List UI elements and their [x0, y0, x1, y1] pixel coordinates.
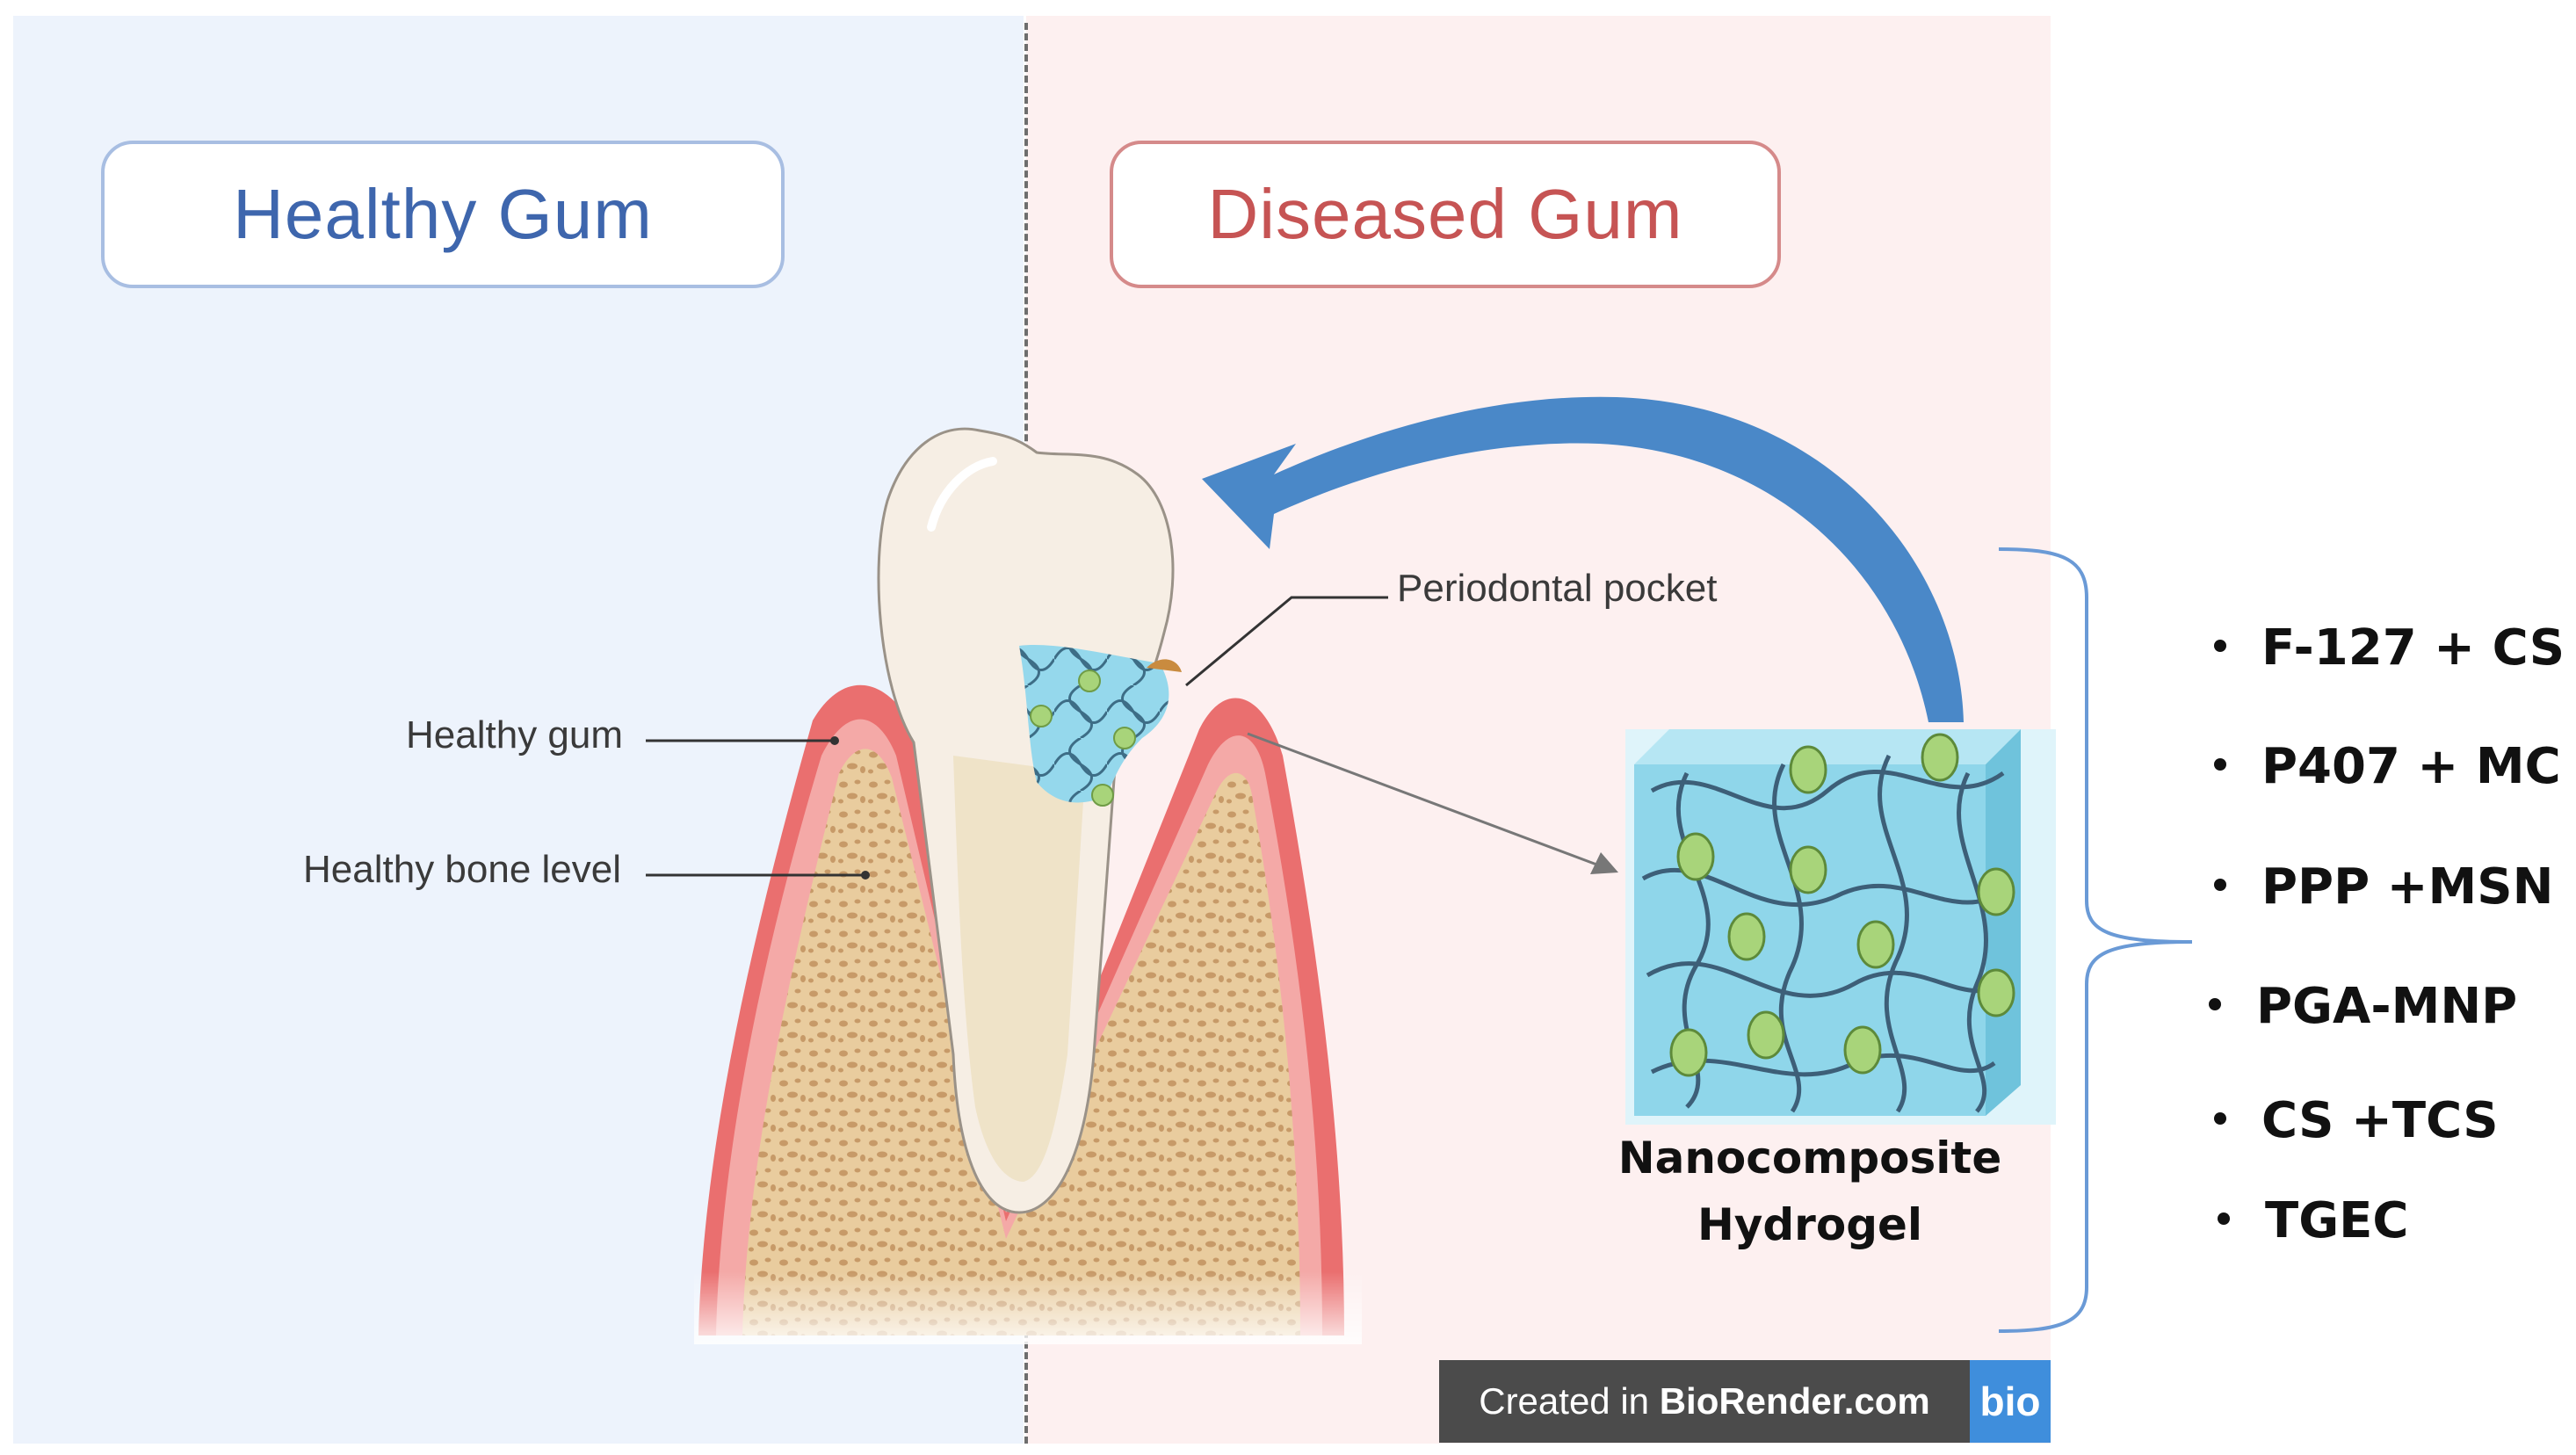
formulation-item: P407 + MC: [2214, 738, 2561, 795]
hydrogel-cube-icon: [1625, 729, 2056, 1125]
biorender-logo-icon: bio: [1970, 1360, 2051, 1443]
diseased-gum-title: Diseased Gum: [1110, 141, 1781, 288]
formulation-item: F-127 + CS: [2214, 619, 2565, 677]
delivery-arrow: [1202, 396, 1964, 722]
hydrogel-caption: Nanocomposite Hydrogel: [1581, 1125, 2038, 1258]
biorender-credit[interactable]: Created in BioRender.com bio: [1439, 1360, 2051, 1443]
bullet-icon: [2214, 878, 2226, 891]
formulation-item: TGEC: [2218, 1192, 2409, 1249]
healthy-gum-title: Healthy Gum: [101, 141, 785, 288]
bullet-icon: [2218, 1212, 2230, 1225]
formulation-bracket: [1998, 547, 2193, 1333]
bullet-icon: [2214, 757, 2226, 771]
healthy-gum-label: Healthy gum: [406, 713, 624, 756]
formulation-item: PPP +MSN: [2214, 858, 2553, 916]
formulation-item: CS +TCS: [2214, 1092, 2499, 1149]
hydrogel-caption-line1: Nanocomposite: [1617, 1133, 2002, 1184]
bullet-icon: [2214, 639, 2226, 652]
periodontal-pocket-label: Periodontal pocket: [1397, 567, 1718, 610]
bullet-icon: [2214, 1111, 2226, 1125]
formulation-item: PGA-MNP: [2209, 978, 2517, 1035]
bullet-icon: [2209, 997, 2221, 1010]
credit-text: Created in BioRender.com: [1479, 1380, 1930, 1422]
pocket-hydrogel: [1019, 645, 1169, 803]
healthy-bone-label: Healthy bone level: [303, 848, 622, 891]
hydrogel-caption-line2: Hydrogel: [1697, 1199, 1923, 1250]
